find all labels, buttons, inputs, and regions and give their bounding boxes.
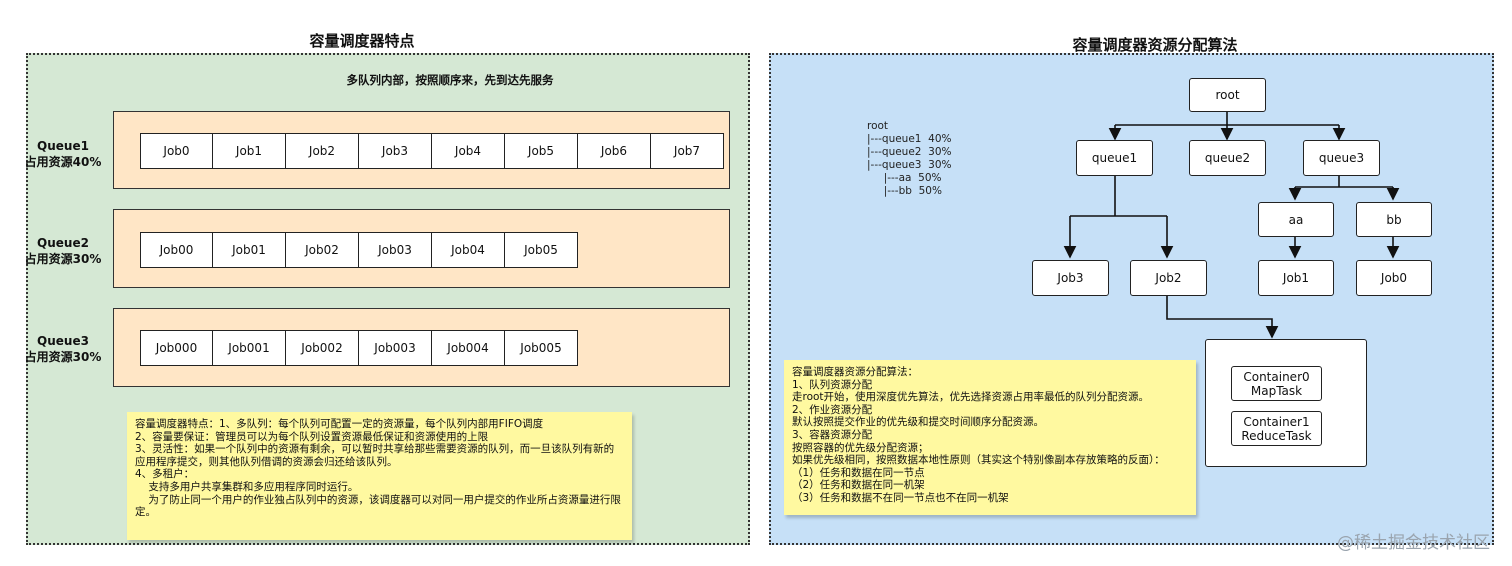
queue2-label: Queue2 占用资源30% [8, 235, 118, 267]
queue2-name: Queue2 [37, 236, 89, 250]
queue1-label: Queue1 占用资源40% [8, 138, 118, 170]
job-cell: Job5 [505, 133, 578, 169]
job-cell: Job00 [140, 232, 213, 268]
right-sticky-note: 容量调度器资源分配算法： 1、队列资源分配 走root开始，使用深度优先算法，优… [784, 360, 1196, 515]
node-container-group [1205, 339, 1367, 467]
job-cell: Job1 [213, 133, 286, 169]
job-cell: Job3 [359, 133, 432, 169]
left-title: 容量调度器特点 [309, 32, 415, 50]
node-job1: Job1 [1258, 260, 1334, 296]
job-cell: Job001 [213, 330, 286, 366]
job-cell: Job05 [505, 232, 578, 268]
left-subtitle: 多队列内部，按照顺序来，先到达先服务 [346, 73, 554, 87]
right-title: 容量调度器资源分配算法 [1072, 36, 1238, 54]
job-cell: Job2 [286, 133, 359, 169]
job-cell: Job02 [286, 232, 359, 268]
job-cell: Job002 [286, 330, 359, 366]
node-job3: Job3 [1032, 260, 1109, 296]
queue1-share: 占用资源40% [24, 155, 102, 169]
job-cell: Job0 [140, 133, 213, 169]
job-cell: Job005 [505, 330, 578, 366]
left-sticky-note: 容量调度器特点：1、多队列：每个队列可配置一定的资源量，每个队列内部用FIFO调… [127, 412, 632, 540]
tree-connectors [1063, 111, 1400, 339]
node-aa: aa [1258, 202, 1334, 237]
node-queue3: queue3 [1303, 140, 1380, 176]
node-bb: bb [1356, 202, 1432, 237]
node-queue1: queue1 [1076, 140, 1153, 176]
job-cell: Job01 [213, 232, 286, 268]
queue-tree-text: root |---queue1 40% |---queue2 30% |---q… [867, 120, 952, 197]
queue3-label: Queue3 占用资源30% [8, 333, 118, 365]
node-job2: Job2 [1130, 260, 1207, 296]
job-cell: Job004 [432, 330, 505, 366]
job-cell: Job003 [359, 330, 432, 366]
job-cell: Job7 [651, 133, 724, 169]
node-queue2: queue2 [1189, 140, 1266, 176]
queue2-share: 占用资源30% [24, 252, 102, 266]
job-cell: Job000 [140, 330, 213, 366]
queue2-jobs: Job00 Job01 Job02 Job03 Job04 Job05 [140, 232, 578, 268]
node-container0: Container0 MapTask [1231, 366, 1322, 401]
job-cell: Job4 [432, 133, 505, 169]
queue1-name: Queue1 [37, 139, 89, 153]
queue3-name: Queue3 [37, 334, 89, 348]
queue3-jobs: Job000 Job001 Job002 Job003 Job004 Job00… [140, 330, 578, 366]
node-root: root [1189, 78, 1266, 112]
queue1-jobs: Job0 Job1 Job2 Job3 Job4 Job5 Job6 Job7 [140, 133, 724, 169]
watermark: @稀土掘金技术社区 [1337, 533, 1490, 553]
job-cell: Job04 [432, 232, 505, 268]
node-container1: Container1 ReduceTask [1231, 411, 1322, 446]
job-cell: Job6 [578, 133, 651, 169]
job-cell: Job03 [359, 232, 432, 268]
node-job0: Job0 [1356, 260, 1432, 296]
queue3-share: 占用资源30% [24, 350, 102, 364]
